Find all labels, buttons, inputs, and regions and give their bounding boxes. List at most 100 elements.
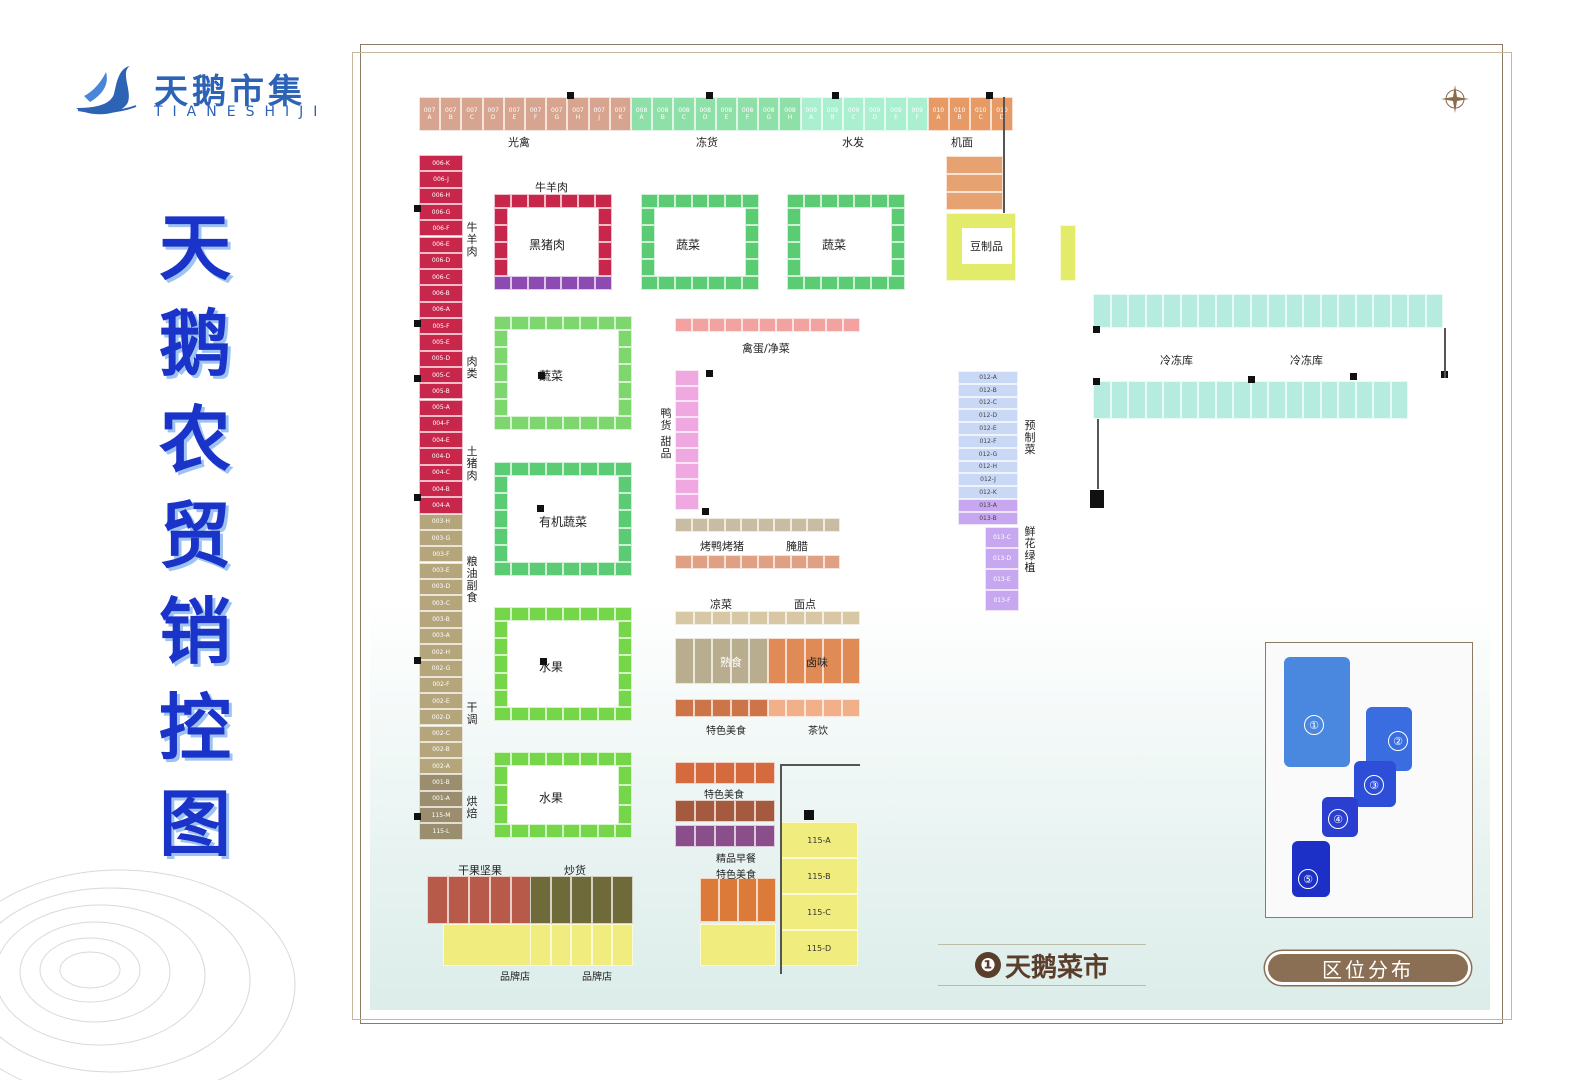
stall-cell	[749, 638, 768, 684]
stall-cell	[528, 416, 546, 430]
stall-cell	[715, 800, 735, 822]
stall-cell	[618, 672, 632, 690]
stall-cell	[1233, 381, 1251, 419]
stall-cell	[614, 707, 632, 721]
stall-cell: 007 J	[588, 97, 610, 131]
stall-cell	[854, 276, 872, 290]
stall-cell	[787, 276, 804, 290]
stall-cell: 013-D	[985, 548, 1019, 569]
stall-cell	[597, 416, 615, 430]
stall-cell: 008 C	[673, 97, 695, 131]
stall-cell: 003-G	[419, 529, 463, 547]
stall-cell	[1233, 294, 1251, 328]
stall-cell	[708, 276, 726, 290]
stall-cell	[1215, 294, 1233, 328]
stall-cell: 013-F	[985, 590, 1019, 611]
stall-cell: 012-F	[958, 435, 1018, 448]
zone-label-fried-goods: 炒货	[564, 864, 586, 877]
stall-cell: 003-E	[419, 562, 463, 579]
stall-cell: 005-E	[419, 334, 463, 351]
zone-label-dessert: 甜品	[660, 435, 672, 460]
stall-cell	[494, 276, 511, 290]
stall-cell	[494, 476, 508, 494]
stall-cell	[580, 824, 598, 838]
stall-cell	[745, 242, 759, 259]
stall-cell: 004-A	[419, 497, 463, 514]
stall-cell	[528, 462, 546, 476]
stall-cell	[1093, 381, 1111, 419]
stall-cell	[946, 192, 1003, 210]
stall-cell: 004-B	[419, 481, 463, 498]
stall-cell	[712, 699, 731, 717]
stall-cell	[545, 707, 563, 721]
wall-line	[780, 764, 782, 974]
stall-cell	[545, 607, 563, 621]
stall-cell	[511, 824, 529, 838]
entrance-marker	[1093, 378, 1100, 385]
stall-cell	[691, 276, 709, 290]
stall-cell	[775, 318, 793, 332]
stall-cell	[790, 518, 807, 532]
stall-cell	[888, 194, 905, 208]
entrance-marker	[706, 92, 713, 99]
stall-cell	[715, 825, 735, 847]
stall-cell	[695, 825, 715, 847]
stall-cell	[494, 562, 512, 576]
zone-label-tea: 茶饮	[808, 726, 828, 737]
stall-cell: 008 E	[715, 97, 737, 131]
stall-cell	[597, 824, 615, 838]
stall-cell	[675, 699, 694, 717]
stall-cell	[675, 518, 692, 532]
stall-cell	[871, 276, 889, 290]
stall-cell	[695, 762, 715, 784]
stall-cell	[618, 655, 632, 673]
stall-cell: 002-A	[419, 758, 463, 775]
stall-cell	[618, 785, 632, 805]
stall-cell	[561, 276, 579, 290]
zone-label-beef: 牛羊肉	[466, 221, 478, 258]
stall-cell	[494, 824, 512, 838]
stall-cell: 010 C	[970, 97, 992, 131]
stall-cell	[837, 194, 855, 208]
stall-cell	[1180, 381, 1198, 419]
stall-cell	[787, 225, 801, 242]
stall-cell	[700, 924, 776, 966]
zone-label-freezer-2: 冷冻库	[1290, 354, 1323, 367]
stall-cell	[1320, 381, 1338, 419]
stall-cell	[511, 876, 532, 924]
entrance-marker	[1248, 376, 1255, 383]
stall-cell	[528, 707, 546, 721]
stall-cell	[578, 276, 596, 290]
stall-cell	[545, 824, 563, 838]
stall-cell	[563, 752, 581, 766]
tofu-center	[962, 228, 1012, 264]
entrance-marker	[414, 657, 421, 664]
stall-cell	[657, 194, 675, 208]
stall-cell	[823, 555, 840, 569]
entrance-marker	[537, 505, 544, 512]
stall-cell	[618, 527, 632, 545]
zone-label-freezer-1: 冷冻库	[1160, 354, 1193, 367]
block-center	[655, 208, 745, 276]
stall-cell	[841, 699, 860, 717]
stall-cell	[691, 318, 709, 332]
block-center-label: 蔬菜	[539, 369, 564, 383]
stall-cell: 007 A	[419, 97, 441, 131]
stall-cell: 009 A	[800, 97, 822, 131]
stall-cell	[820, 276, 838, 290]
stall-cell	[597, 462, 615, 476]
stall-cell	[691, 555, 708, 569]
stall-cell: 004-D	[419, 448, 463, 465]
stall-cell: 006-B	[419, 285, 463, 302]
stall-cell: 012-B	[958, 383, 1018, 397]
stall-cell	[563, 707, 581, 721]
stall-cell	[641, 276, 658, 290]
stall-cell	[494, 330, 508, 348]
stall-cell	[614, 824, 632, 838]
zone-label-flower: 鲜花绿植	[1024, 525, 1036, 574]
location-distribution-button[interactable]: 区位分布	[1265, 951, 1471, 985]
stall-cell: 007 F	[525, 97, 547, 131]
entrance-marker	[414, 494, 421, 501]
stall-cell	[695, 800, 715, 822]
stall-cell	[730, 611, 749, 625]
